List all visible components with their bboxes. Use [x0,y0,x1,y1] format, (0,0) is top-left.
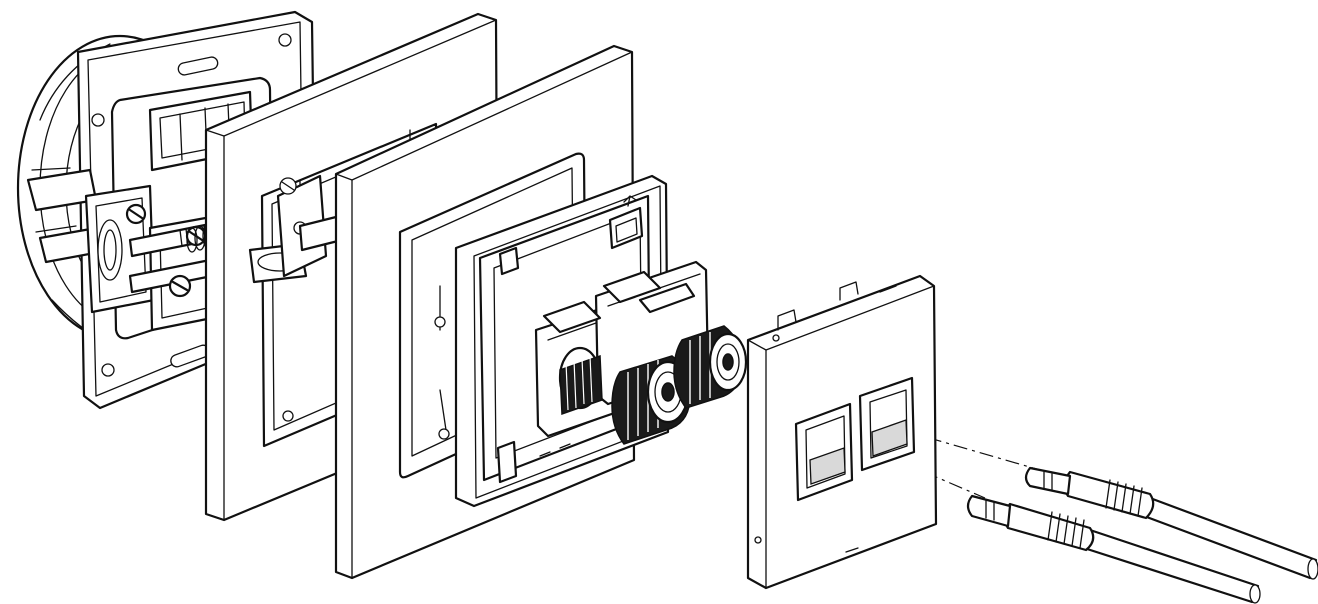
port-opening [858,376,916,472]
cover-plate [746,274,938,590]
screw-icon [125,203,207,298]
port-opening [794,402,854,502]
banana-plug-icon [1024,466,1318,580]
banana-plugs [966,466,1318,604]
binding-post-icon [558,346,603,416]
banana-plug-icon [966,494,1261,604]
socket-insert [454,174,748,508]
binding-post-icon [611,355,691,445]
binding-post-icon [673,325,748,409]
